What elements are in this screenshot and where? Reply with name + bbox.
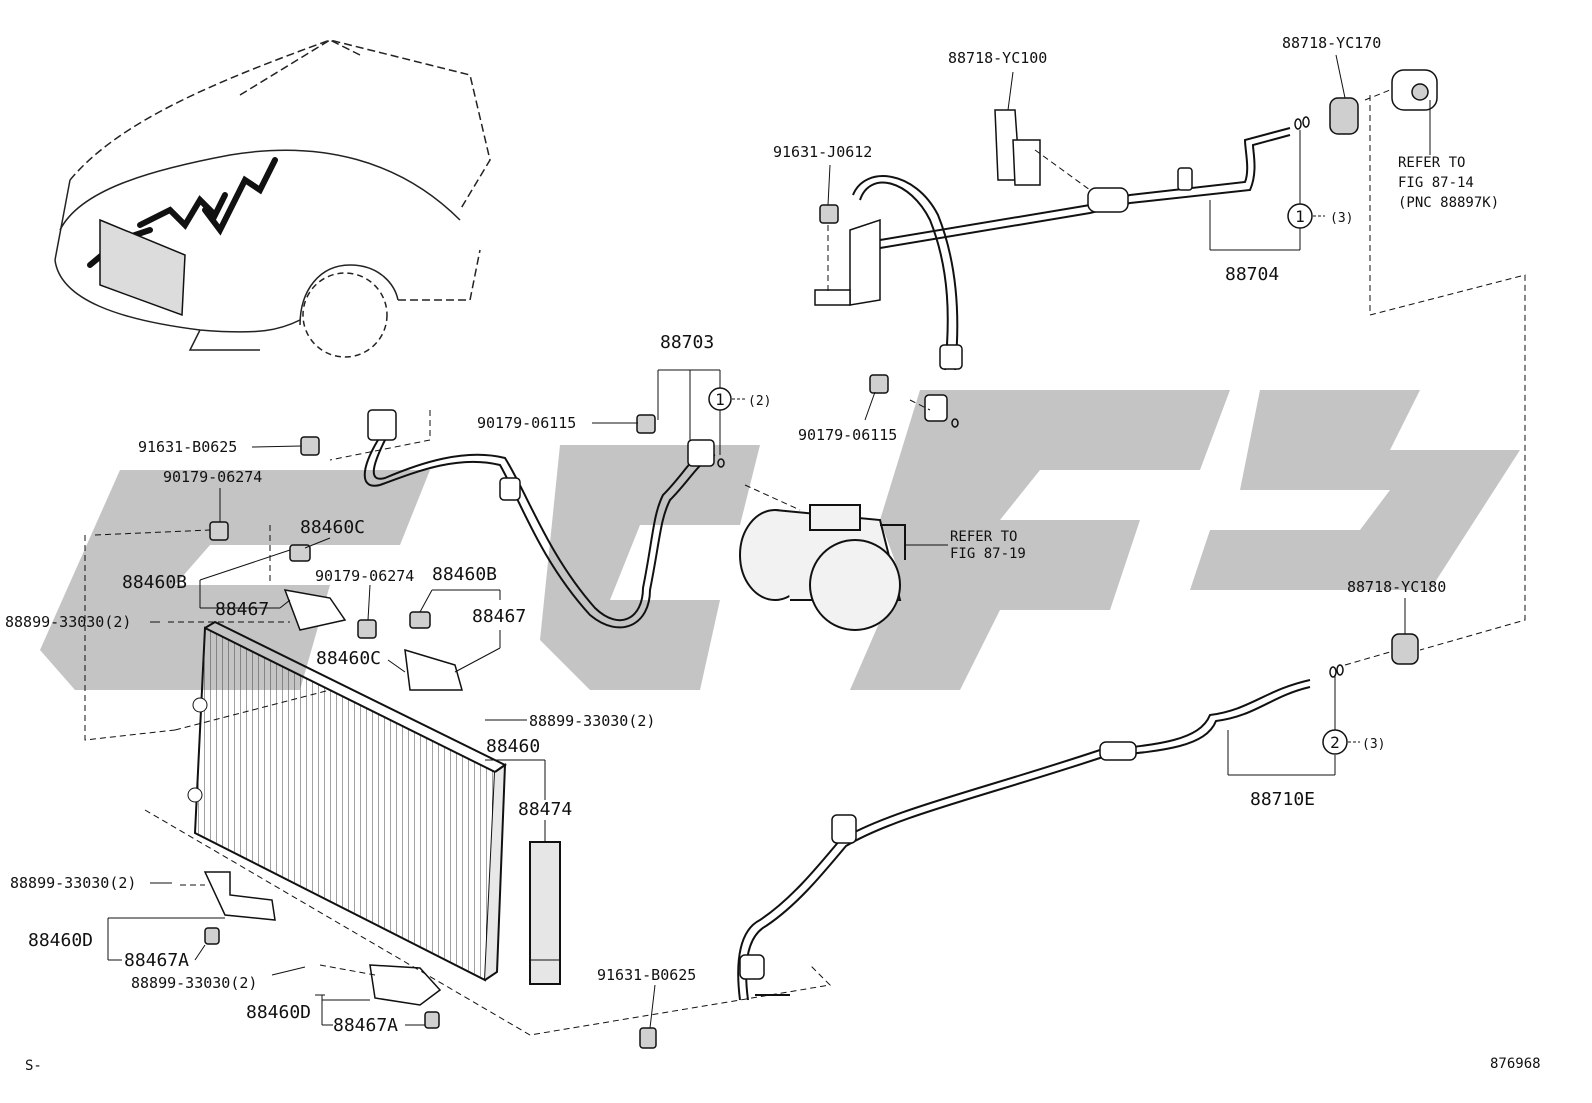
pipes	[363, 127, 1311, 1001]
leader-lines	[84, 54, 1526, 1036]
part-label-91631-b0625-top[interactable]: 91631-B0625	[138, 438, 237, 456]
part-label-90179-06274-mid[interactable]: 90179-06274	[315, 567, 414, 585]
part-label-88467-mid[interactable]: 88467	[472, 606, 526, 627]
watermark-logo	[40, 390, 1520, 690]
o-rings	[717, 116, 1344, 678]
callout-1-mid: 1 (2)	[708, 387, 771, 411]
part-label-88899-33030-b[interactable]: 88899-33030(2)	[529, 712, 655, 730]
note-87-14-line3: (PNC 88897K)	[1398, 195, 1499, 211]
receiver-dryer-88474[interactable]	[529, 841, 561, 985]
note-87-19-line1: REFER TO	[950, 529, 1017, 545]
part-label-91631-b0625-bottom[interactable]: 91631-B0625	[597, 966, 696, 984]
note-87-14-line1: REFER TO	[1398, 155, 1465, 171]
part-label-88460b-mid[interactable]: 88460B	[432, 564, 497, 585]
part-label-88460d-left[interactable]: 88460D	[28, 930, 93, 951]
part-label-88899-33030-c[interactable]: 88899-33030(2)	[10, 874, 136, 892]
callout-2-right: 2 (3)	[1322, 729, 1385, 755]
callout-1-mid-number: 1	[715, 390, 725, 409]
note-87-19-line2: FIG 87-19	[950, 546, 1026, 562]
part-label-88460[interactable]: 88460	[486, 736, 540, 757]
part-label-88899-33030-a[interactable]: 88899-33030(2)	[5, 613, 131, 631]
part-label-88467a-left[interactable]: 88467A	[124, 950, 189, 971]
part-label-88704[interactable]: 88704	[1225, 264, 1279, 285]
part-label-88718-yc170[interactable]: 88718-YC170	[1282, 34, 1381, 52]
part-label-88460c-mid[interactable]: 88460C	[316, 648, 381, 669]
callout-2-right-qty: (3)	[1362, 737, 1385, 752]
part-label-88460d-bottom[interactable]: 88460D	[246, 1002, 311, 1023]
compressor[interactable]	[739, 504, 906, 631]
callout-1-top: 1 (3)	[1287, 203, 1353, 229]
vehicle-outline	[54, 39, 491, 358]
note-refer-fig-87-14[interactable]: REFER TO FIG 87-14 (PNC 88897K)	[1398, 155, 1499, 211]
part-label-88718-yc180[interactable]: 88718-YC180	[1347, 578, 1446, 596]
part-label-88710e[interactable]: 88710E	[1250, 789, 1315, 810]
part-label-90179-06115-left[interactable]: 90179-06115	[477, 414, 576, 432]
condenser-88460[interactable]	[187, 620, 507, 982]
figure-number: 876968	[1490, 1056, 1541, 1072]
part-labels: 88718-YC100 88718-YC170 91631-J0612 8870…	[5, 34, 1446, 1036]
callout-1-mid-qty: (2)	[748, 394, 771, 409]
part-label-91631-j0612[interactable]: 91631-J0612	[773, 143, 872, 161]
part-label-88467-left[interactable]: 88467	[215, 599, 269, 620]
callout-1-top-qty: (3)	[1330, 211, 1353, 226]
part-label-90179-06115-right[interactable]: 90179-06115	[798, 426, 897, 444]
part-label-88460b-left[interactable]: 88460B	[122, 572, 187, 593]
part-label-90179-06274-left[interactable]: 90179-06274	[163, 468, 262, 486]
part-label-88703[interactable]: 88703	[660, 332, 714, 353]
part-label-88718-yc100[interactable]: 88718-YC100	[948, 49, 1047, 67]
fittings	[203, 69, 1438, 1049]
part-label-88460c-top[interactable]: 88460C	[300, 517, 365, 538]
part-label-88467a-bottom[interactable]: 88467A	[333, 1015, 398, 1036]
part-label-88474[interactable]: 88474	[518, 799, 572, 820]
note-refer-fig-87-19[interactable]: REFER TO FIG 87-19	[905, 529, 1026, 562]
corner-label: S-	[25, 1058, 42, 1074]
note-87-14-line2: FIG 87-14	[1398, 175, 1474, 191]
callout-2-right-number: 2	[1330, 733, 1340, 752]
vehicle-condenser	[99, 218, 186, 317]
part-label-88899-33030-d[interactable]: 88899-33030(2)	[131, 974, 257, 992]
callout-1-top-number: 1	[1295, 207, 1305, 226]
